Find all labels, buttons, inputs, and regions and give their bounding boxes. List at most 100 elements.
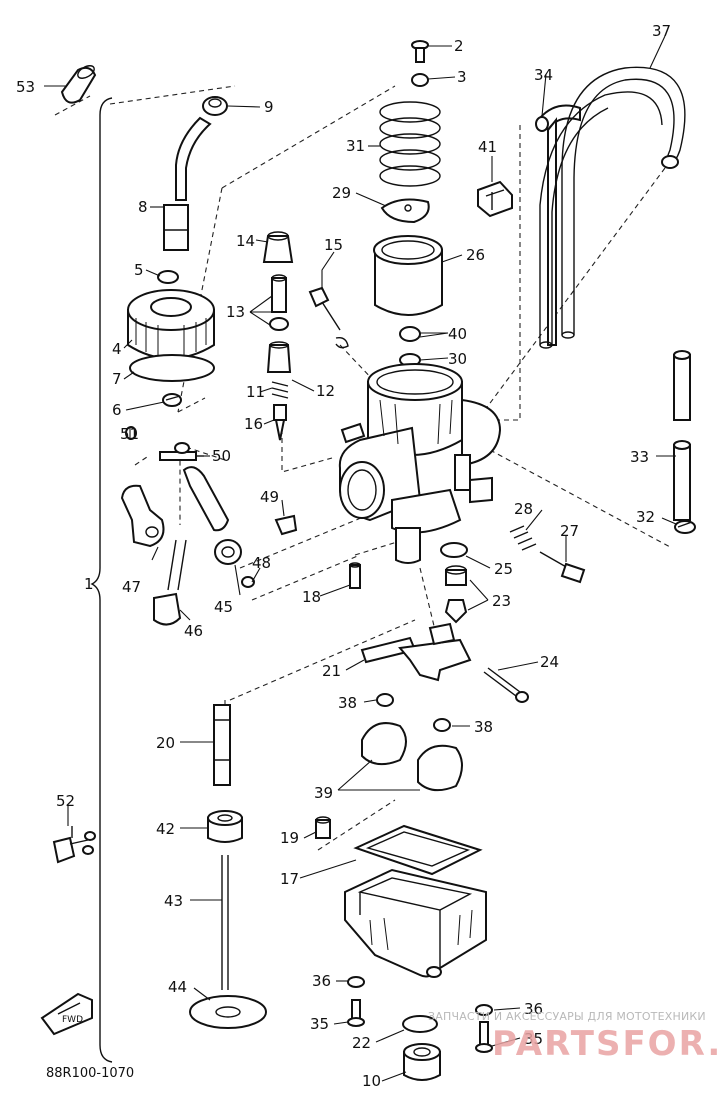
part-4-top-cap <box>127 289 215 360</box>
part-38-float-left <box>376 693 394 707</box>
front-direction-arrow-icon: FWD <box>40 992 93 1036</box>
callout-29: 29 <box>332 184 351 202</box>
part-36-washer-left <box>347 976 365 988</box>
part-3-clip <box>411 73 429 87</box>
part-36-washer-right <box>475 1004 493 1016</box>
callout-31: 31 <box>346 137 365 155</box>
callout-38-left: 38 <box>338 694 357 712</box>
part-14-needle-top <box>262 231 294 263</box>
callout-42: 42 <box>156 820 175 838</box>
callout-36-right: 36 <box>524 1000 543 1018</box>
part-52-fitting <box>52 826 96 864</box>
callout-27: 27 <box>560 522 579 540</box>
part-25-washer <box>440 542 468 558</box>
part-15-pilot-screw <box>308 286 349 349</box>
part-40-washer <box>399 326 421 342</box>
part-45-hose <box>182 466 242 565</box>
callout-41: 41 <box>478 138 497 156</box>
callout-35-right: 35 <box>524 1030 543 1048</box>
part-32-clip <box>674 520 696 534</box>
part-6-clip <box>162 393 182 407</box>
callout-25: 25 <box>494 560 513 578</box>
part-46-plunger <box>153 539 187 626</box>
callout-10: 10 <box>362 1072 381 1090</box>
callout-39: 39 <box>314 784 333 802</box>
callout-38-right: 38 <box>474 718 493 736</box>
part-50-fitting <box>159 442 204 461</box>
callout-24: 24 <box>540 653 559 671</box>
assembly-callout-1: 1 <box>84 575 94 593</box>
part-48-cap <box>241 576 255 588</box>
callout-48: 48 <box>252 554 271 572</box>
callout-17: 17 <box>280 870 299 888</box>
part-39-floats <box>361 722 463 792</box>
callout-35-left: 35 <box>310 1015 329 1033</box>
callout-9: 9 <box>264 98 274 116</box>
drawing-code: 88R100-1070 <box>46 1066 135 1081</box>
part-41-clamp <box>477 180 513 218</box>
part-8-tube <box>163 116 212 251</box>
callout-43: 43 <box>164 892 183 910</box>
callout-23: 23 <box>492 592 511 610</box>
callout-21: 21 <box>322 662 341 680</box>
callout-40: 40 <box>448 325 467 343</box>
part-35-screw-right <box>475 1021 493 1053</box>
part-38-float-right <box>433 718 451 732</box>
callout-50: 50 <box>212 447 231 465</box>
part-16-needle <box>273 404 287 441</box>
part-35-screw-left <box>347 999 365 1027</box>
callout-15: 15 <box>324 236 343 254</box>
part-12-jet <box>266 341 292 373</box>
carburetor-body <box>338 363 502 564</box>
callout-22: 22 <box>352 1034 371 1052</box>
float-bowl <box>344 868 487 978</box>
part-7-gasket <box>129 354 215 382</box>
callout-16: 16 <box>244 415 263 433</box>
part-53-pipe <box>60 65 97 104</box>
callout-32: 32 <box>636 508 655 526</box>
callout-14: 14 <box>236 232 255 250</box>
part-44-washer <box>189 995 267 1029</box>
guide-lines <box>54 85 673 851</box>
part-27-screw <box>539 551 586 584</box>
callout-18: 18 <box>302 588 321 606</box>
leader-lines <box>44 35 677 1082</box>
callout-28: 28 <box>514 500 533 518</box>
part-28-spring <box>509 525 537 551</box>
part-13-holder <box>269 274 289 331</box>
callout-8: 8 <box>138 198 148 216</box>
part-49-plug <box>274 514 298 536</box>
part-33-hose <box>673 350 691 521</box>
callout-19: 19 <box>280 829 299 847</box>
part-19-jet <box>315 816 331 839</box>
callout-44: 44 <box>168 978 187 996</box>
callout-labels: 2 3 4 5 6 7 8 9 10 11 12 13 14 15 16 17 … <box>16 22 671 1090</box>
assembly-bracket <box>90 97 113 1063</box>
callout-34: 34 <box>534 66 553 84</box>
part-51-cap <box>125 426 137 440</box>
callout-2: 2 <box>454 37 464 55</box>
front-arrow-label: FWD <box>62 1015 83 1025</box>
part-10-drain-plug <box>403 1043 441 1081</box>
callout-52: 52 <box>56 792 75 810</box>
callout-47: 47 <box>122 578 141 596</box>
callout-37: 37 <box>652 22 671 40</box>
part-31-spring <box>379 101 441 187</box>
part-17-gasket <box>353 824 483 876</box>
part-42-holder <box>207 810 243 843</box>
part-18-jet <box>349 562 361 589</box>
callout-20: 20 <box>156 734 175 752</box>
part-11-spring <box>271 381 289 399</box>
callout-7: 7 <box>112 370 122 388</box>
callout-6: 6 <box>112 401 122 419</box>
part-2-screw <box>411 40 429 63</box>
part-20-emulsion-tube <box>213 704 231 786</box>
callout-26: 26 <box>466 246 485 264</box>
part-9-cap <box>202 96 228 116</box>
part-47-bracket <box>120 484 165 548</box>
callout-5: 5 <box>134 261 144 279</box>
callout-30: 30 <box>448 350 467 368</box>
callout-33: 33 <box>630 448 649 466</box>
callout-51: 51 <box>120 425 139 443</box>
